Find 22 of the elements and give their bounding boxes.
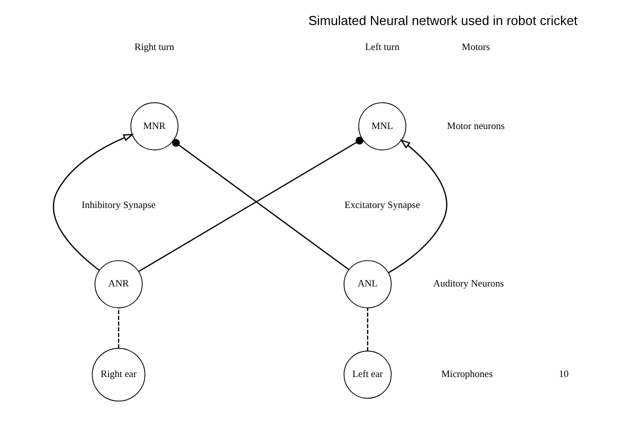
connector <box>172 139 350 270</box>
label: Right turn <box>134 42 174 53</box>
node-circle: MNR <box>130 102 178 150</box>
arrow <box>388 139 448 274</box>
caption: Simulated Neural network used in robot cricket <box>308 13 578 28</box>
connector <box>138 136 364 272</box>
node-circle: Left ear <box>344 350 392 399</box>
connector <box>118 308 120 348</box>
node-circle: MNL <box>358 102 406 150</box>
label: Inhibitory Synapse <box>82 200 156 211</box>
label: Motor neurons <box>447 120 505 132</box>
label: Excitatory Synapse <box>344 200 420 211</box>
arrow <box>52 134 134 271</box>
label: Auditory Neurons <box>433 278 504 290</box>
connector <box>367 308 368 351</box>
node-circle: Right ear <box>92 348 146 402</box>
label: 10 <box>558 369 569 380</box>
label: Motors <box>462 42 490 53</box>
label: Left turn <box>365 42 400 53</box>
label: Microphones <box>441 369 493 380</box>
node-circle: ANR <box>94 260 143 308</box>
node-circle: ANL <box>344 260 392 308</box>
